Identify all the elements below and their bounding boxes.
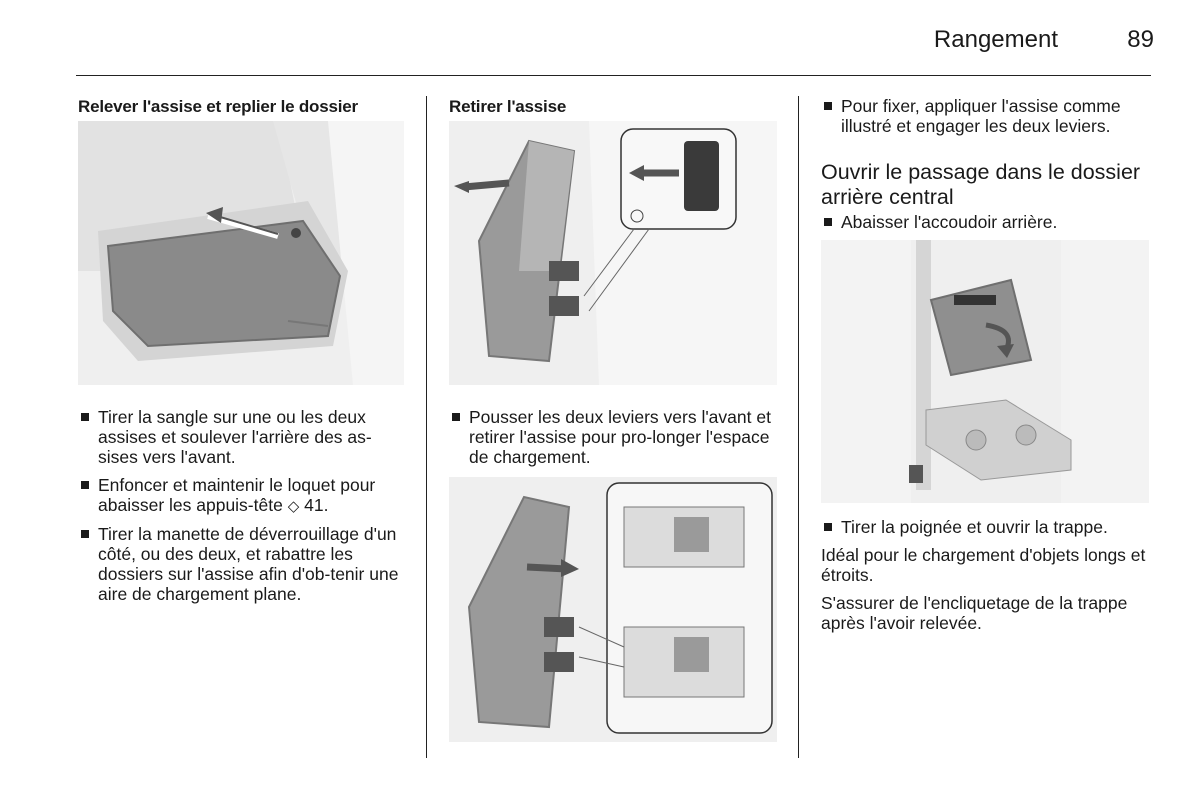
- instruction-item: Tirer la manette de déverrouillage d'un …: [78, 524, 406, 604]
- column-3: Pour fixer, appliquer l'assise comme ill…: [821, 96, 1153, 641]
- instruction-item: Tirer la poignée et ouvrir la trappe.: [821, 517, 1153, 537]
- figure-seat-attach: [449, 477, 777, 742]
- reference-arrow-icon: ◇: [287, 497, 300, 515]
- fold-seat-instructions: Tirer la sangle sur une ou les deux assi…: [78, 407, 406, 604]
- header-divider: [76, 75, 1151, 76]
- column-2: Retirer l'assise Pousser les deux levier…: [449, 96, 777, 742]
- instruction-item-headrest: Enfoncer et maintenir le loquet pour aba…: [78, 475, 406, 516]
- figure-pass-through-hatch: [821, 240, 1149, 503]
- armrest-instructions: Abaisser l'accoudoir arrière.: [821, 212, 1153, 232]
- instruction-item: Pour fixer, appliquer l'assise comme ill…: [821, 96, 1153, 136]
- hatch-instructions: Tirer la poignée et ouvrir la trappe.: [821, 517, 1153, 537]
- page-number: 89: [1127, 26, 1154, 53]
- subheading-remove-seat: Retirer l'assise: [449, 97, 567, 116]
- instruction-item: Pousser les deux leviers vers l'avant et…: [449, 407, 777, 467]
- figure-seat-fold: [78, 121, 404, 385]
- column-1: Relever l'assise et replier le dossier T…: [78, 96, 406, 612]
- note-long-objects: Idéal pour le chargement d'objets longs …: [821, 545, 1146, 585]
- subheading-fold-seat: Relever l'assise et replier le dossier: [78, 97, 358, 116]
- column-divider-1: [426, 96, 427, 758]
- seat-attach-illustration: [449, 477, 777, 742]
- attach-seat-instructions: Pour fixer, appliquer l'assise comme ill…: [821, 96, 1153, 136]
- seat-fold-illustration: [78, 121, 404, 385]
- pass-through-illustration: [821, 240, 1149, 503]
- figure-seat-removal: [449, 121, 777, 385]
- note-hatch-latch: S'assurer de l'encliquetage de la trappe…: [821, 593, 1128, 633]
- heading-center-pass-through: Ouvrir le passage dans le dossier arrièr…: [821, 160, 1141, 209]
- remove-seat-instructions: Pousser les deux leviers vers l'avant et…: [449, 407, 777, 467]
- column-divider-2: [798, 96, 799, 758]
- instruction-item: Abaisser l'accoudoir arrière.: [821, 212, 1153, 232]
- page-header-title: Rangement: [933, 26, 1058, 53]
- instruction-item: Tirer la sangle sur une ou les deux assi…: [78, 407, 406, 467]
- seat-removal-illustration: [449, 121, 777, 385]
